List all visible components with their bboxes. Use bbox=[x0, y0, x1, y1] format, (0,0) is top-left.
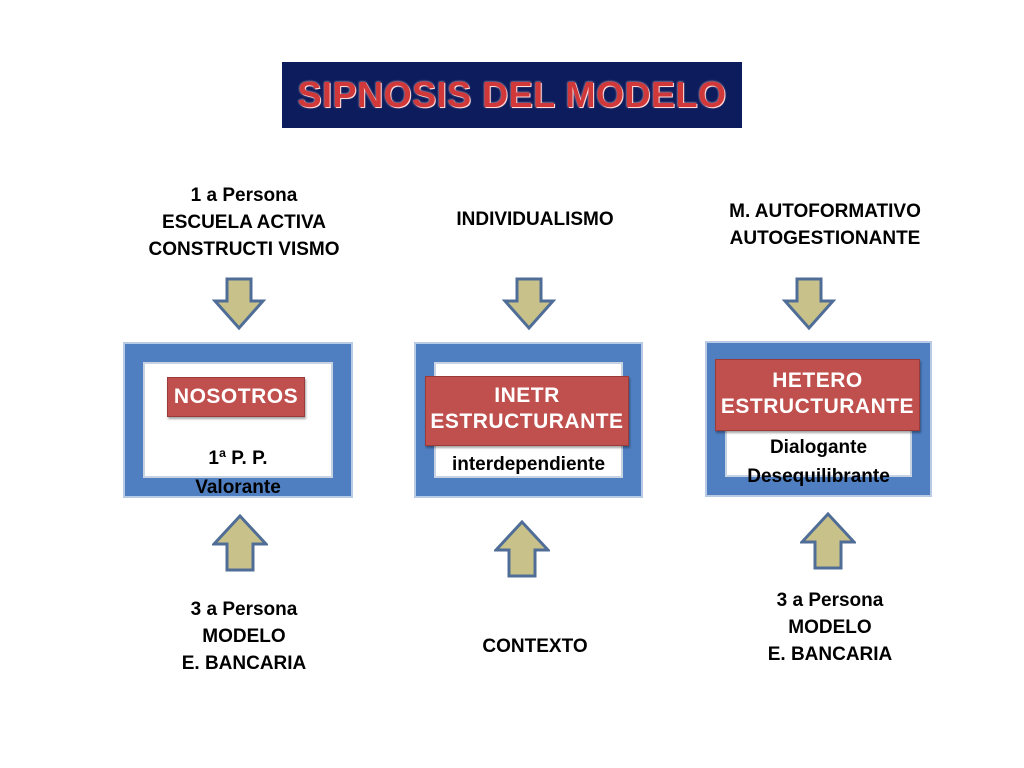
column-1-bottom-label: 3 a Persona MODELO E. BANCARIA bbox=[124, 596, 364, 677]
arrow-down-icon bbox=[782, 277, 836, 331]
tag-line: ESTRUCTURANTE bbox=[720, 395, 915, 418]
page-title: SIPNOSIS DEL MODELO bbox=[297, 74, 727, 115]
arrow-down-icon bbox=[502, 277, 556, 331]
tag-line: INETR bbox=[494, 384, 560, 407]
label-line: MODELO bbox=[788, 617, 872, 638]
label-line: E. BANCARIA bbox=[767, 644, 893, 665]
column-1-tag: NOSOTROS bbox=[167, 377, 305, 417]
column-3-frame: Dialogante Desequilibrante HETERO ESTRUC… bbox=[705, 341, 932, 497]
column-1-box-text: 1ª P. P. Valorante bbox=[145, 444, 331, 502]
label-line: E. BANCARIA bbox=[181, 653, 307, 674]
column-3-box-text: Dialogante Desequilibrante bbox=[727, 433, 910, 491]
label-line: MODELO bbox=[202, 626, 286, 647]
column-3-tag: HETERO ESTRUCTURANTE bbox=[715, 359, 920, 431]
column-1-top-label: 1 a Persona ESCUELA ACTIVA CONSTRUCTI VI… bbox=[124, 182, 364, 263]
box-text-line: Valorante bbox=[195, 477, 281, 498]
box-text-line: interdependiente bbox=[451, 454, 606, 475]
title-bar: SIPNOSIS DEL MODELO bbox=[282, 62, 742, 128]
arrow-down-icon bbox=[212, 277, 266, 331]
column-2-frame: interdependiente INETR ESTRUCTURANTE bbox=[414, 342, 643, 498]
column-3-bottom-label: 3 a Persona MODELO E. BANCARIA bbox=[710, 587, 950, 668]
arrow-up-icon bbox=[800, 512, 856, 570]
arrow-up-icon bbox=[494, 520, 550, 578]
label-line: INDIVIDUALISMO bbox=[456, 209, 614, 230]
box-text-line: Dialogante bbox=[769, 437, 868, 458]
column-2-box-text: interdependiente bbox=[436, 450, 621, 479]
label-line: 1 a Persona bbox=[190, 185, 298, 206]
tag-line: NOSOTROS bbox=[173, 385, 299, 408]
tag-line: HETERO bbox=[772, 369, 863, 392]
arrow-up-icon bbox=[212, 514, 268, 572]
label-line: 3 a Persona bbox=[776, 590, 884, 611]
box-text-line: Desequilibrante bbox=[747, 466, 890, 487]
column-1-frame: 1ª P. P. Valorante NOSOTROS bbox=[123, 342, 353, 498]
label-line: CONTEXTO bbox=[482, 636, 588, 657]
label-line: 3 a Persona bbox=[190, 599, 298, 620]
tag-line: ESTRUCTURANTE bbox=[430, 410, 624, 433]
column-2-bottom-label: CONTEXTO bbox=[415, 633, 655, 660]
box-text-line: 1ª P. P. bbox=[208, 448, 268, 469]
column-3-top-label: M. AUTOFORMATIVO AUTOGESTIONANTE bbox=[705, 198, 945, 252]
label-line: CONSTRUCTI VISMO bbox=[148, 239, 340, 260]
label-line: AUTOGESTIONANTE bbox=[729, 228, 921, 249]
column-2-tag: INETR ESTRUCTURANTE bbox=[425, 376, 629, 446]
label-line: ESCUELA ACTIVA bbox=[162, 212, 326, 233]
label-line: M. AUTOFORMATIVO bbox=[729, 201, 921, 222]
column-2-top-label: INDIVIDUALISMO bbox=[415, 206, 655, 233]
